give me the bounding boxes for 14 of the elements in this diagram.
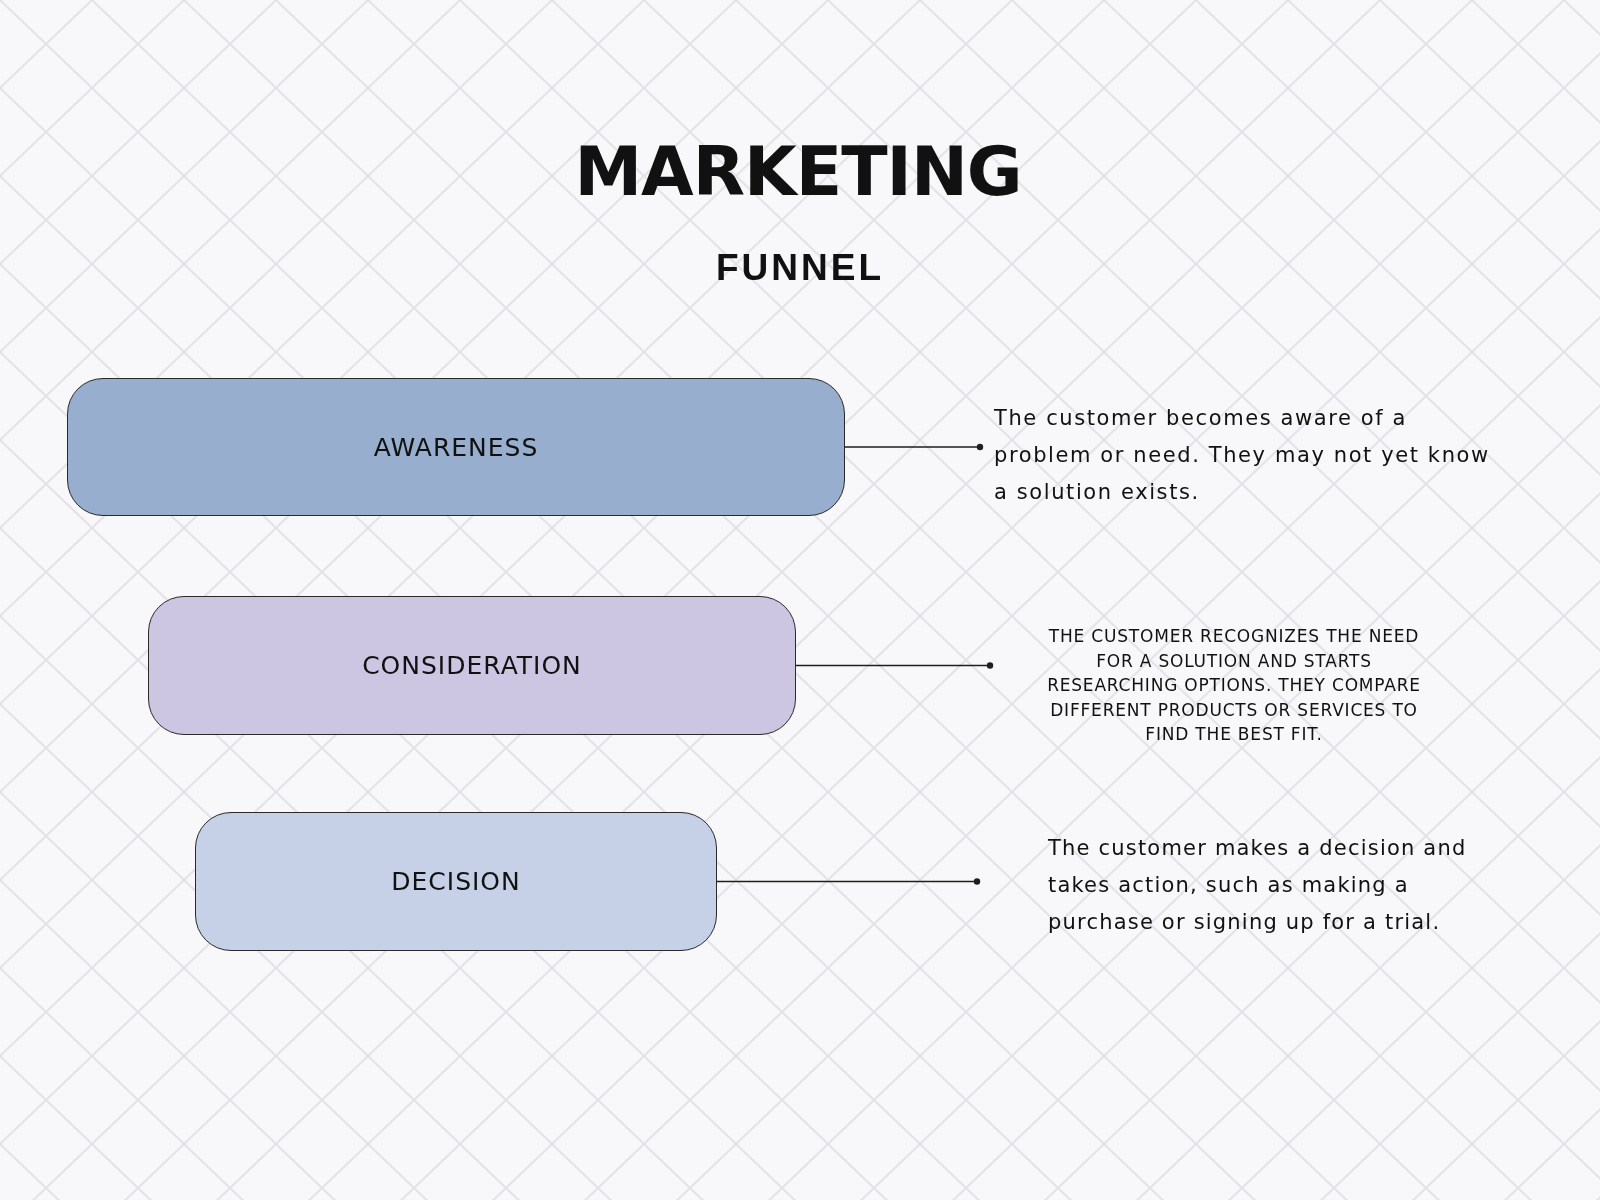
stage-label: AWARENESS xyxy=(373,432,539,462)
connector-line xyxy=(844,443,984,451)
stage-box xyxy=(148,596,796,735)
stage-box xyxy=(67,378,845,516)
description-text: The customer makes a decision and takes action, such as making a purchase or signing up for a trial. xyxy=(981,830,1478,941)
description-text: THE CUSTOMER RECOGNIZES THE NEED FOR A SOLUTION AND STARTS RESEARCHING OPTIONS. THEY COMPARE DIFFERENT PRODUCTS OR SERVICES TO FIND THE BEST FIT. xyxy=(994,624,1470,747)
stage-label: CONSIDERATION xyxy=(362,651,582,680)
stage-box xyxy=(195,812,717,951)
title: MARKETING xyxy=(574,132,1022,212)
stage-label: DECISION xyxy=(391,867,521,896)
description-text: The customer becomes aware of a problem or need. They may not yet know a solution exists. xyxy=(984,400,1494,511)
subtitle: FUNNEL xyxy=(716,246,884,290)
connector-line xyxy=(795,662,994,669)
connector-line xyxy=(716,878,981,885)
